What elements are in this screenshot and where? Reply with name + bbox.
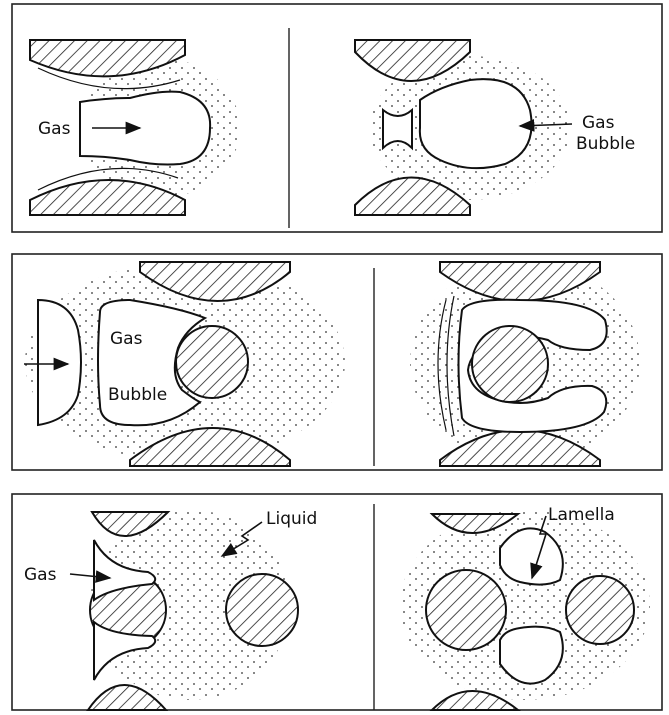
sand-grain-center	[176, 326, 248, 398]
sand-grain-center	[472, 326, 548, 402]
bubble-label: Bubble	[576, 134, 635, 154]
gas-label: Gas	[582, 113, 615, 133]
panel-bottom-right: Lamella	[400, 505, 650, 710]
lamella-label: Lamella	[548, 505, 615, 525]
sand-grain-right	[226, 574, 298, 646]
panel-middle: Gas Bubble	[12, 254, 662, 470]
panel-top-left: Gas	[30, 40, 240, 215]
gas-label: Gas	[24, 565, 57, 585]
panel-top: Gas Gas Bubble	[12, 4, 662, 232]
liquid-label: Liquid	[266, 509, 317, 529]
gas-bubble	[420, 79, 532, 168]
sand-grain-right	[566, 576, 634, 644]
sand-grain-left	[426, 570, 506, 650]
panel-bottom: Gas Liquid Lamella	[12, 494, 662, 710]
panel-bottom-left: Gas Liquid	[24, 509, 317, 710]
panel-top-right: Gas Bubble	[355, 40, 635, 215]
panel-middle-right	[410, 262, 640, 466]
bubble-label: Bubble	[108, 385, 167, 405]
gas-label: Gas	[110, 329, 143, 349]
gas-label: Gas	[38, 119, 71, 139]
panel-middle-left: Gas Bubble	[24, 262, 345, 466]
